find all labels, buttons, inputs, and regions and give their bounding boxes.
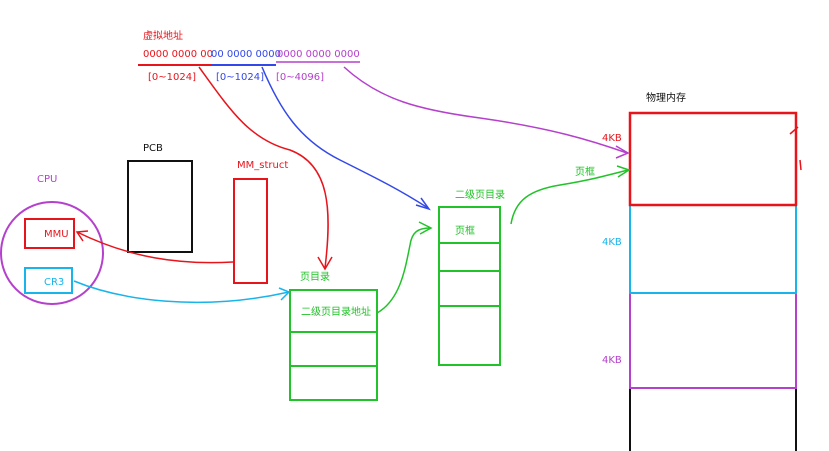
- arrow-segment-2-head: [415, 197, 431, 211]
- page-frame-label: 页框: [575, 165, 595, 178]
- range-label-1: [0~1024]: [148, 72, 196, 83]
- arrow-second-level-head: [616, 165, 631, 178]
- memory-block-1: [628, 111, 798, 207]
- arrow-page-directory-head: [418, 221, 433, 235]
- mmu-label: MMU: [44, 229, 69, 240]
- arrow-segment-2-to-second-level: [261, 66, 429, 209]
- arrow-segment-1-to-page-directory: [198, 66, 329, 269]
- physical-memory-label: 物理内存: [646, 91, 686, 104]
- memory-block-3-size: 4KB: [602, 355, 622, 366]
- page-directory-entry-1: 二级页目录地址: [301, 305, 371, 318]
- arrow-segment-3-head: [615, 145, 630, 159]
- arrow-mm-struct-to-mmu-head: [75, 230, 89, 242]
- second-level-directory-box: [438, 206, 501, 366]
- virtual-address-title: 虚拟地址: [143, 29, 183, 42]
- cr3-box: [24, 267, 73, 294]
- virtual-address-segment-3: 0000 0000 0000: [277, 49, 360, 60]
- arrow-cr3-to-page-directory: [73, 280, 290, 304]
- pcb-box: [127, 160, 193, 253]
- arrow-mm-struct-to-mmu: [76, 231, 234, 264]
- cpu-circle: [0, 201, 104, 305]
- second-level-directory-label: 二级页目录: [455, 189, 505, 201]
- memory-block-1-mark-2: [799, 159, 802, 171]
- cr3-label: CR3: [44, 277, 64, 288]
- arrow-segment-1-head: [317, 256, 333, 271]
- cpu-label: CPU: [37, 174, 57, 185]
- page-directory-label: 页目录: [300, 271, 330, 283]
- virtual-address-segment-1: 0000 0000 00: [143, 49, 213, 60]
- memory-block-2-size: 4KB: [602, 237, 622, 248]
- arrow-segment-3-to-memory: [343, 66, 628, 154]
- pcb-label: PCB: [143, 143, 163, 154]
- memory-block-2: [629, 204, 797, 294]
- arrow-page-directory-to-second-level: [376, 227, 431, 314]
- mm-struct-label: MM_struct: [237, 160, 288, 171]
- arrow-cr3-head: [278, 287, 291, 301]
- arrow-second-level-to-memory: [510, 169, 629, 225]
- mmu-box: [24, 218, 75, 249]
- page-directory-box: [289, 289, 378, 401]
- second-level-directory-entry-1: 页框: [455, 224, 475, 237]
- memory-block-1-mark: [789, 126, 799, 135]
- memory-block-1-size: 4KB: [602, 133, 622, 144]
- range-label-2: [0~1024]: [216, 72, 264, 83]
- mm-struct-box: [233, 178, 268, 284]
- range-label-3: [0~4096]: [276, 72, 324, 83]
- virtual-address-segment-2: 00 0000 0000: [211, 49, 281, 60]
- memory-block-3: [629, 292, 797, 389]
